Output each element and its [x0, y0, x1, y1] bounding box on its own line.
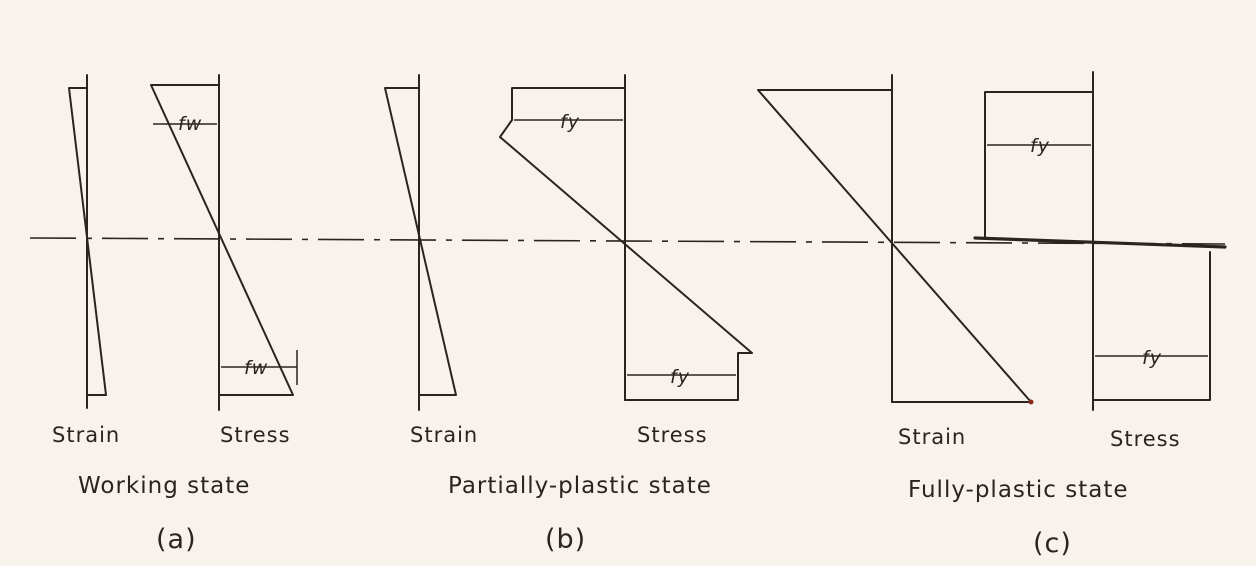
strain-diagram-c: [757, 74, 1034, 405]
strain-label-b: Strain: [410, 423, 478, 447]
strain-end-mark: [1028, 399, 1034, 405]
stress-block-top-c: [984, 91, 1094, 239]
tag-c: (c): [1033, 528, 1072, 559]
stress-block-bottom-c: [1092, 251, 1211, 401]
stress-symbol-top-c: fy: [1030, 135, 1050, 157]
stress-symbol-bottom-a: fw: [244, 357, 268, 379]
stress-symbol-top-a: fw: [178, 113, 202, 135]
stress-symbol-top-b: fy: [560, 111, 580, 133]
neutral-axis: [29, 237, 1226, 245]
panel-working-state: fw fw Strain Stress Working state (a): [52, 74, 298, 555]
stress-profile-b: [499, 87, 753, 401]
strain-profile-a: [68, 87, 107, 396]
stress-profile-a: [150, 84, 294, 396]
strain-diagram-b: [384, 74, 457, 411]
tag-a: (a): [156, 524, 197, 555]
stress-label-c: Stress: [1110, 427, 1181, 451]
stress-diagram-b: fy fy: [499, 74, 753, 401]
caption-b: Partially-plastic state: [448, 473, 712, 499]
strain-profile-c: [757, 89, 1032, 403]
strain-profile-b: [384, 87, 457, 396]
caption-c: Fully-plastic state: [908, 477, 1129, 503]
panel-partially-plastic-state: fy fy Strain Stress Partially-plastic st…: [384, 74, 753, 555]
caption-a: Working state: [78, 473, 250, 499]
stress-diagram-a: fw fw: [150, 74, 298, 411]
strain-diagram-a: [68, 74, 107, 409]
stress-diagram-c: fy fy: [973, 71, 1227, 411]
stress-label-a: Stress: [220, 423, 291, 447]
tag-b: (b): [545, 524, 586, 555]
stress-symbol-bottom-b: fy: [670, 366, 690, 388]
stress-symbol-bottom-c: fy: [1142, 347, 1162, 369]
stress-block-divider-c: [973, 236, 1227, 249]
strain-label-c: Strain: [898, 425, 966, 449]
strain-label-a: Strain: [52, 423, 120, 447]
panel-fully-plastic-state: fy fy Strain Stress Fully-plastic state …: [757, 71, 1227, 559]
stress-label-b: Stress: [637, 423, 708, 447]
